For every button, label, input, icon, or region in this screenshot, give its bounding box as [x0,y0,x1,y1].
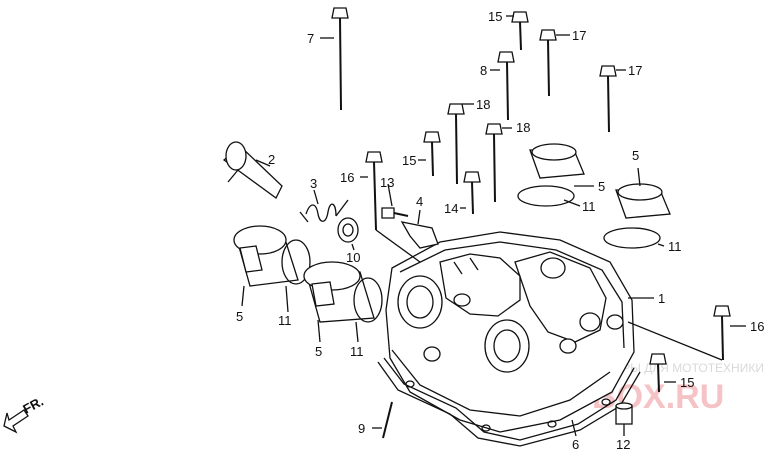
cap-5-top [529,143,585,179]
label-5-right: 5 [632,148,639,163]
cover-gasket [377,357,641,447]
label-8: 8 [480,63,487,78]
oring-11-center [353,277,383,323]
label-13: 13 [380,175,394,190]
seal-10 [337,217,359,243]
cap-5-center [303,261,375,323]
label-10: 10 [346,250,360,265]
spring-3 [299,199,349,223]
label-17-lower: 17 [628,63,642,78]
label-11-left: 11 [278,313,292,328]
leader-lines [241,15,746,437]
label-6: 6 [572,437,579,452]
cap-5-right [615,183,671,219]
label-2: 2 [268,152,275,167]
oring-11-top [517,185,575,207]
label-17-upper: 17 [572,28,586,43]
bolt-7 [331,7,349,111]
front-direction-indicator: FR. [3,394,46,434]
label-15-top: 15 [488,9,502,24]
shaft-2 [222,141,283,199]
label-14: 14 [444,201,458,216]
label-11-right: 11 [668,239,682,254]
label-3: 3 [310,176,317,191]
bolt-17-upper [539,29,557,97]
label-4: 4 [416,194,423,209]
label-5-top: 5 [598,179,605,194]
part-labels: 7 8 15 17 17 18 18 15 14 16 13 4 2 3 10 … [236,9,764,452]
collar-12 [615,402,633,425]
label-18-upper: 18 [476,97,490,112]
label-16-left: 16 [340,170,354,185]
label-15-mid: 15 [402,153,416,168]
label-5-left: 5 [236,309,243,324]
cap-5-left [233,225,299,287]
bolt-15-top [511,11,529,51]
bolt-16-right [627,305,731,361]
bolt-13 [381,207,409,219]
bolt-14 [463,171,481,215]
label-12: 12 [616,437,630,452]
cylinder-head-cover [385,231,635,433]
bolt-15-bottom [649,353,667,393]
bolt-18-upper [447,103,465,185]
label-9: 9 [358,421,365,436]
oring-11-right [603,227,661,249]
bolt-15-mid [423,131,441,177]
oring-11-left [281,239,311,285]
label-11-center: 11 [350,344,364,359]
bracket-4 [400,221,439,249]
label-5-center: 5 [315,344,322,359]
bolt-17-lower [599,65,617,133]
label-1: 1 [658,291,665,306]
dowel-pin-9 [382,401,393,439]
label-7: 7 [307,31,314,46]
bolt-8 [497,51,515,121]
bolt-16-left [365,151,421,263]
label-16-right: 16 [750,319,764,334]
bolt-18-lower [485,123,503,203]
label-11-top: 11 [582,199,596,214]
label-18-lower: 18 [516,120,530,135]
front-arrow-icon [3,409,29,434]
label-15-bottom: 15 [680,375,694,390]
